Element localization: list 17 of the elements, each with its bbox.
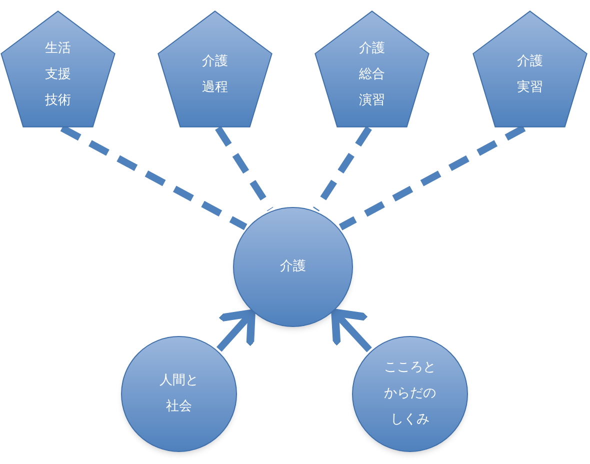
- arrow: [331, 308, 372, 352]
- dashed-connector: [313, 126, 372, 212]
- node-label: 介護過程: [201, 53, 229, 97]
- pentagon-node: [157, 10, 273, 128]
- node-label: こころとからだのしくみ: [383, 359, 437, 429]
- pentagon-node: [472, 10, 588, 128]
- node-label: 介護実習: [516, 53, 544, 97]
- pentagon-node: [0, 10, 116, 128]
- node-label: 介護総合演習: [358, 40, 386, 110]
- pentagon-node: [314, 10, 430, 128]
- node-label: 介護: [279, 258, 307, 276]
- dashed-connector: [215, 126, 274, 212]
- node-label: 生活支援技術: [44, 40, 72, 110]
- dashed-connector: [60, 124, 248, 230]
- node-label: 人間と社会: [158, 372, 200, 416]
- arrow: [216, 309, 256, 352]
- dashed-connector: [338, 124, 526, 230]
